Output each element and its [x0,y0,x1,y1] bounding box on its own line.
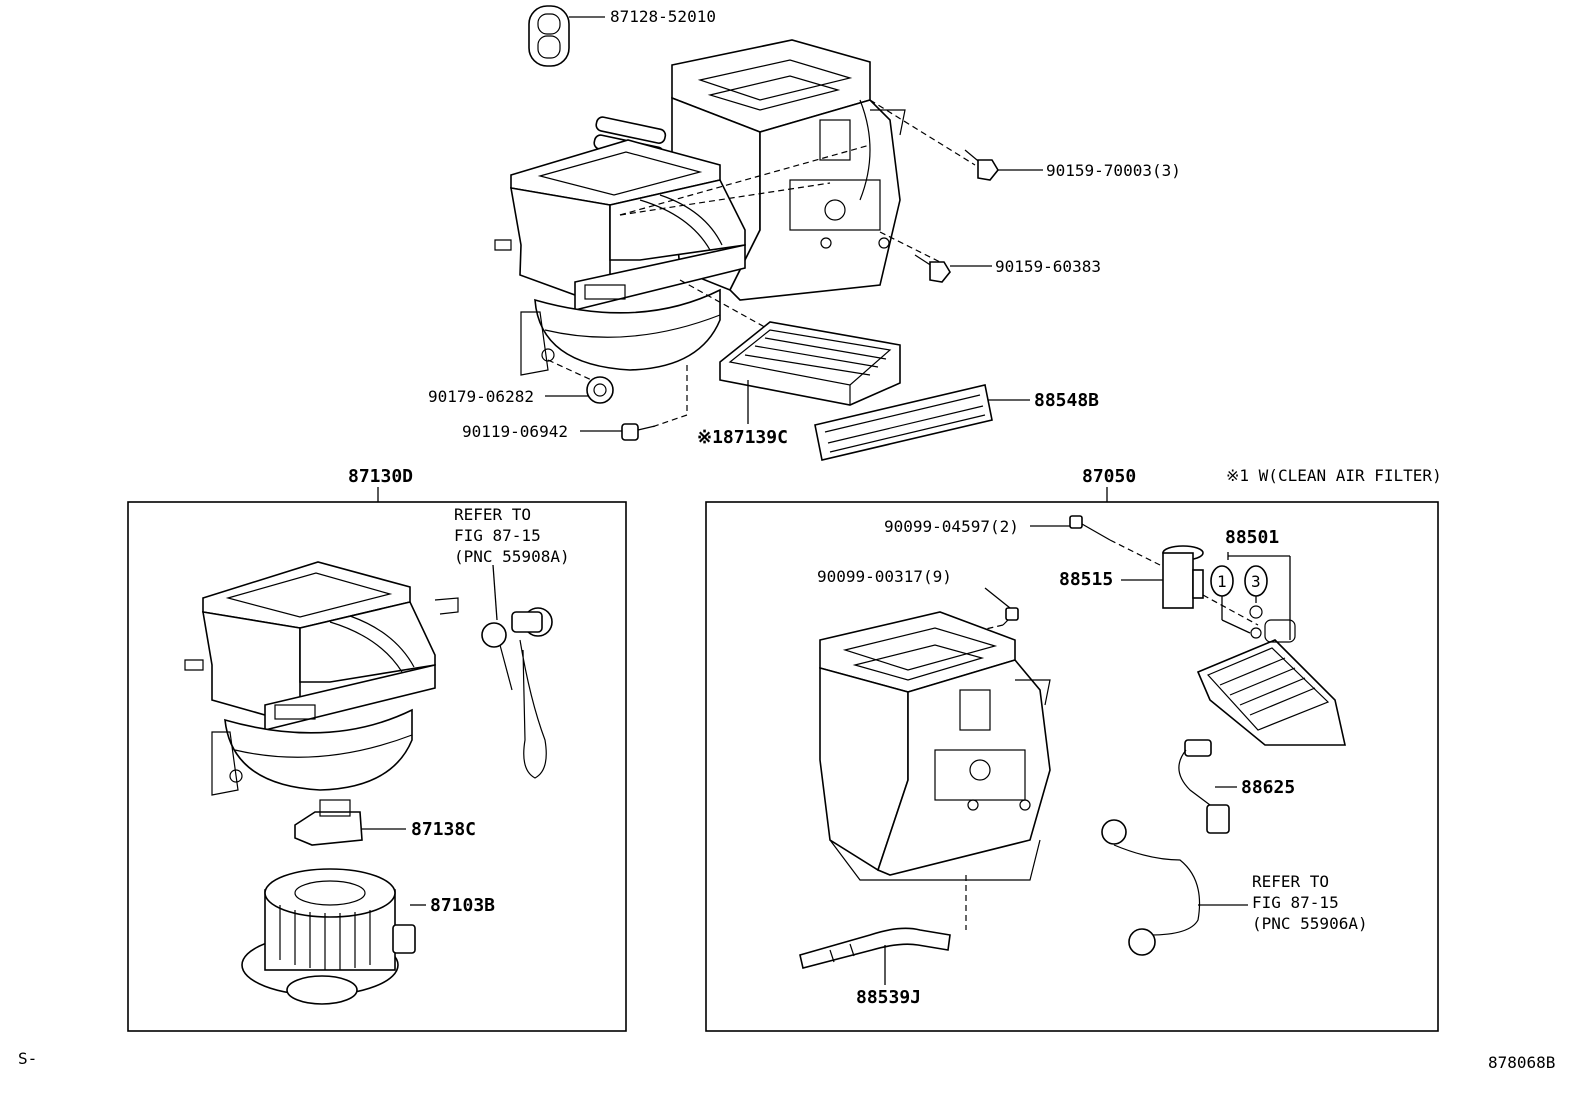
label-88501: 88501 [1225,527,1279,548]
wire-harness-right [1101,819,1201,956]
blower-case-left [494,139,746,376]
bolt-part [621,423,656,441]
label-87050: 87050 [1082,466,1136,487]
label-refer-right-1: REFER TO [1252,872,1329,891]
label-refer-right-3: (PNC 55906A) [1252,914,1368,933]
wire-harness-left [481,607,553,779]
blower-assembly-box [127,501,627,1032]
note-clean-air-filter: ※1 W(CLEAN AIR FILTER) [1226,466,1442,485]
nut-part [586,376,614,404]
label-90099-00317: 90099-00317(9) [817,567,952,586]
grommet-part [528,5,570,67]
label-refer-left-3: (PNC 55908A) [454,547,570,566]
figure-number: 878068B [1488,1053,1555,1072]
label-88515: 88515 [1059,569,1113,590]
label-90119-06942: 90119-06942 [462,422,568,441]
evaporator-assembly-box [705,501,1439,1032]
label-87103b: 87103B [430,895,495,916]
screw-long [1069,515,1111,541]
blower-motor-87103b [241,868,416,1005]
clean-air-filter [719,321,901,406]
drain-hose [799,927,951,969]
circle-marker-3: 3 [1244,565,1268,597]
label-90099-04597: 90099-04597(2) [884,517,1019,536]
blower-case-assembly [184,561,459,796]
label-88539j: 88539J [856,987,921,1008]
footer-left-text: S- [18,1049,37,1068]
label-87128-52010: 87128-52010 [610,7,716,26]
screw-part [914,254,951,283]
label-refer-left-2: FIG 87-15 [454,526,541,545]
resistor-87138c [294,799,363,846]
label-90179-06282: 90179-06282 [428,387,534,406]
label-90159-70003: 90159-70003(3) [1046,161,1181,180]
label-refer-right-2: FIG 87-15 [1252,893,1339,912]
screw-part [964,149,999,181]
label-88548b: 88548B [1034,390,1099,411]
svg-text:3: 3 [1251,572,1261,591]
filter-cover [814,384,993,461]
label-88625: 88625 [1241,777,1295,798]
circle-marker-1: 1 [1210,565,1234,597]
label-90159-60383: 90159-60383 [995,257,1101,276]
evaporator-core [1196,619,1346,746]
label-refer-left-1: REFER TO [454,505,531,524]
thermistor [1178,739,1230,834]
heater-case-assembly-right [819,611,1051,881]
svg-text:1: 1 [1217,572,1227,591]
screw-small [1002,607,1019,626]
heater-unit-assembly-top [494,5,1043,461]
label-87138c: 87138C [411,819,476,840]
label-87130d: 87130D [348,466,413,487]
expansion-valve [1162,545,1204,609]
label-87139c: ※187139C [697,427,788,448]
